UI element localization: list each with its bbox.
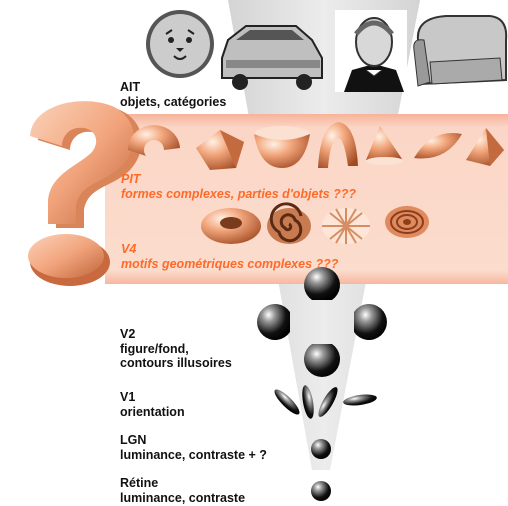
pit-shape-lens bbox=[414, 133, 462, 159]
lgn-desc: luminance, contraste + ? bbox=[120, 448, 267, 463]
label-lgn: LGN luminance, contraste + ? bbox=[120, 433, 267, 462]
pit-name: PIT bbox=[121, 172, 356, 187]
v4-desc: motifs geométriques complexes ??? bbox=[121, 257, 338, 272]
washington-portrait-icon bbox=[335, 10, 407, 92]
pit-desc: formes complexes, parties d'objets ??? bbox=[121, 187, 356, 202]
v4-concentric-rings bbox=[385, 206, 429, 238]
label-ait: AIT objets, catégories bbox=[120, 80, 226, 109]
retina-spot bbox=[311, 481, 331, 501]
v2-name: V2 bbox=[120, 327, 232, 342]
label-pit: PIT formes complexes, parties d'objets ?… bbox=[121, 172, 356, 202]
retine-name: Rétine bbox=[120, 476, 245, 491]
ait-desc: objets, catégories bbox=[120, 95, 226, 110]
v2-desc1: figure/fond, bbox=[120, 342, 232, 357]
v1-name: V1 bbox=[120, 390, 185, 405]
lgn-name: LGN bbox=[120, 433, 267, 448]
v1-oriented-bars bbox=[271, 384, 377, 419]
v2-illusory-square bbox=[257, 267, 387, 377]
car-icon bbox=[222, 26, 322, 90]
retine-desc: luminance, contraste bbox=[120, 491, 245, 506]
pit-shape-pyramid bbox=[466, 128, 504, 166]
pit-shape-cube bbox=[196, 130, 244, 170]
v2-desc2: contours illusoires bbox=[120, 356, 232, 371]
v4-shapes bbox=[201, 204, 429, 244]
v4-radial-star bbox=[322, 208, 370, 244]
v4-torus bbox=[201, 208, 261, 244]
pit-shape-cone bbox=[366, 126, 404, 165]
ait-name: AIT bbox=[120, 80, 226, 95]
pit-shape-bowl bbox=[254, 126, 310, 168]
label-v1: V1 orientation bbox=[120, 390, 185, 419]
lion-icon bbox=[146, 10, 214, 78]
label-retine: Rétine luminance, contraste bbox=[120, 476, 245, 505]
v4-name: V4 bbox=[121, 242, 338, 257]
label-v2: V2 figure/fond, contours illusoires bbox=[120, 327, 232, 371]
v1-desc: orientation bbox=[120, 405, 185, 420]
pit-shapes bbox=[128, 122, 504, 170]
pit-shape-arch bbox=[318, 122, 358, 168]
label-v4: V4 motifs geométriques complexes ??? bbox=[121, 242, 338, 272]
armchair-icon bbox=[414, 16, 506, 86]
lgn-spot bbox=[311, 439, 331, 459]
v4-spiral bbox=[267, 204, 311, 244]
